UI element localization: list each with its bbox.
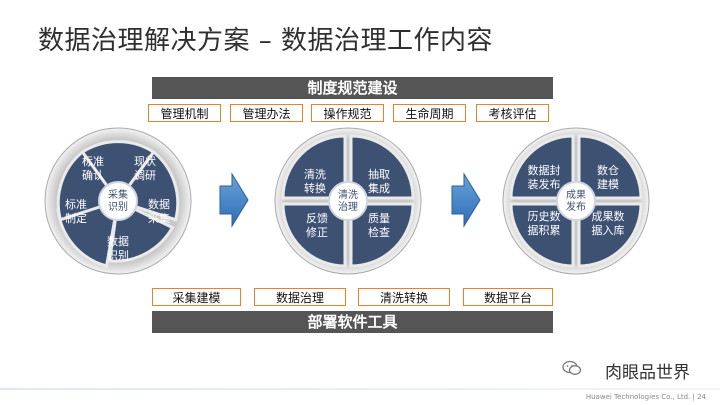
wheel2-seg4-line2: 修正 bbox=[306, 225, 328, 239]
flow-arrow-2-icon bbox=[451, 172, 481, 228]
wheel2-seg4-line1: 反馈 bbox=[306, 212, 328, 225]
wechat-icon bbox=[562, 360, 582, 375]
bottom-tag-1: 采集建模 bbox=[152, 288, 241, 306]
publish-wheel: 成果 发布 数据封 装发布 数仓 建模 成果数 据入库 历史数 据积累 bbox=[502, 127, 650, 275]
wheel3-seg2-line1: 数仓 bbox=[597, 163, 619, 177]
wheel1-seg5-line1: 标准 bbox=[65, 197, 87, 211]
top-tag-3: 操作规范 bbox=[311, 104, 384, 122]
wheel3-seg3-line2: 据入库 bbox=[592, 223, 625, 237]
wheel2-center-line1: 清洗 bbox=[338, 188, 358, 201]
wheel2-center-line2: 治理 bbox=[338, 200, 358, 213]
copyright-text: Huawei Technologies Co., Ltd. | 24 bbox=[585, 393, 706, 401]
policy-bar: 制度规范建设 bbox=[152, 77, 553, 99]
flow-arrow-1-icon bbox=[219, 172, 249, 228]
top-tag-2: 管理办法 bbox=[230, 104, 303, 122]
top-tag-4: 生命周期 bbox=[393, 104, 466, 122]
wheel3-center-line2: 发布 bbox=[566, 200, 586, 213]
wheel1-seg1-line1: 标准 bbox=[82, 154, 104, 168]
tools-bar: 部署软件工具 bbox=[152, 311, 553, 333]
wheel1-center-line2: 识别 bbox=[108, 201, 128, 213]
wheel1-center-line1: 采集 bbox=[108, 188, 128, 201]
bottom-tag-4: 数据平台 bbox=[463, 288, 553, 306]
wheel1-seg4-line1: 数据 bbox=[107, 234, 129, 248]
wheel1-seg2-line2: 调研 bbox=[134, 169, 156, 182]
wheel2-seg1-line2: 转换 bbox=[304, 181, 326, 195]
slide-title: 数据治理解决方案 – 数据治理工作内容 bbox=[38, 26, 494, 56]
wheel1-seg4-line2: 识别 bbox=[107, 249, 129, 262]
bottom-tag-3: 清洗转换 bbox=[358, 288, 450, 306]
wheel1-seg3-line1: 数据 bbox=[148, 197, 170, 211]
wheel3-seg2-line2: 建模 bbox=[597, 177, 619, 191]
wheel1-seg3-line2: 采集 bbox=[148, 211, 170, 225]
wheel2-seg3-line1: 质量 bbox=[368, 212, 390, 225]
wheel3-center-line1: 成果 bbox=[566, 189, 586, 201]
top-tag-1: 管理机制 bbox=[148, 104, 221, 122]
bottom-tag-2: 数据治理 bbox=[254, 288, 346, 306]
wheel3-seg4-line1: 历史数 bbox=[528, 210, 561, 223]
wheel2-seg2-line2: 集成 bbox=[368, 181, 390, 195]
collection-wheel: 采集 识别 标准 确认 现状 调研 数据 采集 数据 识别 标准 制定 bbox=[44, 127, 192, 275]
wheel1-seg2-line1: 现状 bbox=[134, 154, 156, 168]
footer-divider bbox=[0, 388, 720, 390]
wheel2-seg2-line1: 抽取 bbox=[368, 167, 390, 181]
wheel2-seg1-line1: 清洗 bbox=[304, 168, 326, 181]
brand-watermark: 肉眼品世界 bbox=[605, 363, 690, 383]
wheel3-seg1-line2: 装发布 bbox=[528, 177, 561, 191]
cleansing-wheel: 清洗 治理 清洗 转换 抽取 集成 质量 检查 反馈 修正 bbox=[274, 127, 422, 275]
wheel3-seg1-line1: 数据封 bbox=[528, 163, 561, 177]
wheel3-seg4-line2: 据积累 bbox=[528, 223, 561, 237]
wheel1-seg1-line2: 确认 bbox=[82, 169, 104, 182]
top-tag-5: 考核评估 bbox=[476, 104, 549, 122]
wheel2-seg3-line2: 检查 bbox=[368, 225, 390, 239]
wheel1-seg5-line2: 制定 bbox=[65, 211, 87, 225]
wheel3-seg3-line1: 成果数 bbox=[592, 210, 625, 223]
